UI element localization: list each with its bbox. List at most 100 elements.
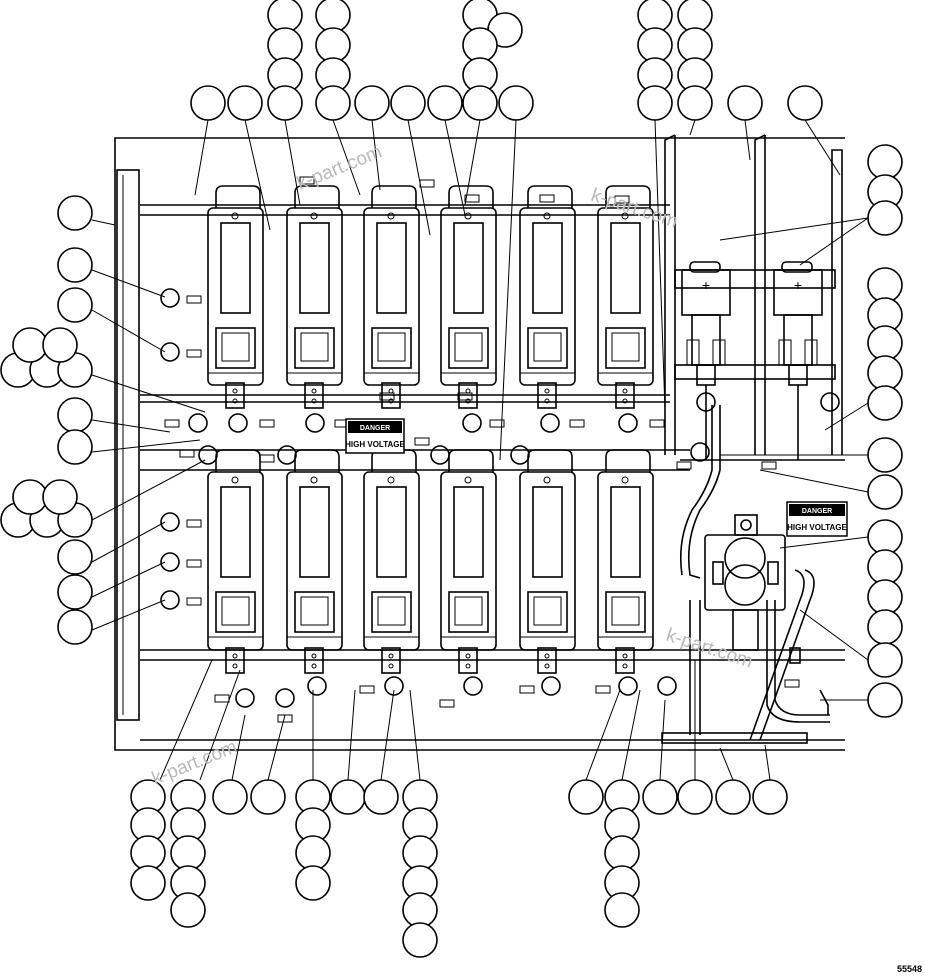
callout-balloon	[867, 682, 903, 718]
contactor	[207, 449, 264, 674]
callout-balloon	[867, 325, 903, 361]
leader-line	[689, 119, 696, 136]
leader-line	[499, 119, 517, 461]
panel-slot	[614, 195, 630, 204]
contactor	[519, 449, 576, 674]
panel-slot	[186, 519, 202, 528]
callout-balloon	[227, 85, 263, 121]
leader-line	[444, 119, 466, 216]
mounting-hole	[430, 445, 450, 465]
callout-balloon	[752, 779, 788, 815]
callout-balloon	[402, 892, 438, 928]
callout-balloon	[250, 779, 286, 815]
leader-line	[779, 536, 869, 549]
panel-slot	[761, 461, 777, 470]
mounting-hole	[188, 413, 208, 433]
callout-balloon	[170, 892, 206, 928]
circuit-breaker: +	[681, 261, 731, 460]
switch-assembly	[661, 405, 830, 744]
leader-line	[464, 119, 481, 206]
callout-balloon	[354, 85, 390, 121]
panel-slot	[299, 176, 315, 185]
mounting-hole	[384, 676, 404, 696]
contactor	[286, 449, 343, 674]
leader-line	[585, 689, 621, 781]
callout-balloon	[57, 247, 93, 283]
leader-line	[91, 521, 166, 563]
leader-line	[371, 119, 381, 191]
callout-balloon	[867, 609, 903, 645]
callout-balloon	[295, 865, 331, 901]
callout-balloon	[57, 287, 93, 323]
callout-balloon	[57, 429, 93, 465]
panel-slot	[539, 194, 555, 203]
callout-balloon	[42, 479, 78, 515]
breaker-plus-mark: +	[794, 277, 802, 293]
contactor	[597, 449, 654, 674]
callout-balloon	[315, 27, 351, 63]
contactor	[440, 185, 497, 409]
contactor-row-bottom	[207, 449, 654, 674]
contactor	[597, 185, 654, 409]
callout-balloon	[604, 892, 640, 928]
mounting-hole	[160, 342, 180, 362]
callout-balloon	[677, 27, 713, 63]
callout-balloon	[12, 327, 48, 363]
leader-line	[244, 119, 271, 231]
leader-line	[194, 119, 209, 196]
callout-balloon	[604, 835, 640, 871]
mounting-hole	[820, 392, 840, 412]
panel-slot	[186, 349, 202, 358]
danger-sign-header: DANGER	[360, 425, 390, 432]
leader-line	[231, 714, 246, 781]
callout-balloon	[867, 355, 903, 391]
mounting-hole	[462, 413, 482, 433]
callout-balloon	[212, 779, 248, 815]
mounting-hole	[275, 688, 295, 708]
panel-slot	[259, 454, 275, 463]
panel-slot	[186, 559, 202, 568]
leader-line	[409, 689, 421, 781]
callout-balloon	[402, 922, 438, 958]
mounting-hole	[160, 512, 180, 532]
mounting-hole	[305, 413, 325, 433]
watermark: k-part.com	[588, 185, 680, 233]
callout-balloon	[677, 779, 713, 815]
mounting-hole	[618, 413, 638, 433]
callout-balloons	[0, 0, 903, 958]
callout-balloon	[190, 85, 226, 121]
callout-balloon	[867, 267, 903, 303]
contactor	[207, 185, 264, 409]
mounting-hole	[228, 413, 248, 433]
breaker-plus-mark: +	[702, 277, 710, 293]
leader-line	[799, 609, 869, 661]
leader-line	[91, 309, 166, 353]
callout-balloon	[637, 27, 673, 63]
mounting-hole	[618, 676, 638, 696]
panel-slot	[164, 419, 180, 428]
callout-balloon	[715, 779, 751, 815]
mounting-hole	[160, 288, 180, 308]
callout-balloon	[677, 85, 713, 121]
mounting-hole	[510, 445, 530, 465]
leader-line	[719, 217, 869, 241]
panel-slot	[186, 295, 202, 304]
leader-line	[91, 219, 116, 226]
panel-slot	[259, 419, 275, 428]
leader-line	[91, 374, 206, 413]
breaker-pair: ++	[681, 261, 823, 460]
callout-balloon	[787, 85, 823, 121]
right-compartment	[664, 134, 845, 461]
leader-line	[659, 699, 666, 781]
panel-slot	[359, 685, 375, 694]
leader-line	[654, 119, 666, 411]
mounting-hole	[463, 676, 483, 696]
panel-slot	[379, 392, 395, 401]
callout-balloon	[462, 27, 498, 63]
leader-line	[407, 119, 431, 236]
callout-balloon	[867, 474, 903, 510]
panel-slot	[489, 419, 505, 428]
leader-line	[91, 599, 166, 631]
